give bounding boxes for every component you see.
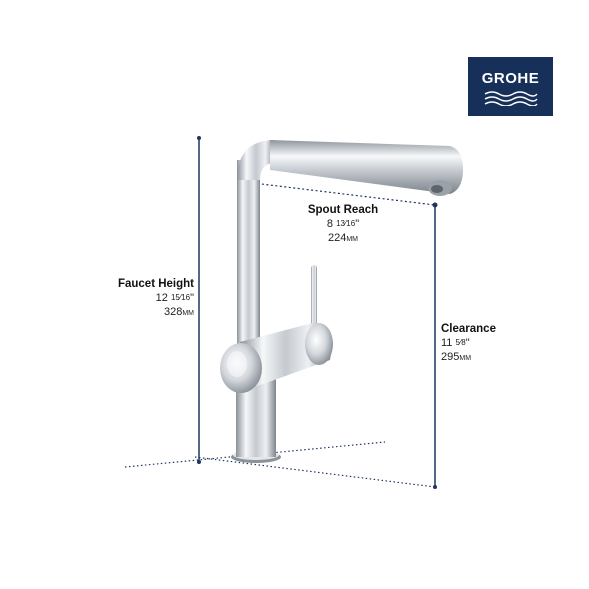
spout-reach-mm: 224MM [327,232,359,244]
spout-reach-line [252,182,436,206]
logo-waves-icon [484,91,538,106]
spout-reach-annotation: Spout Reach 8 13⁄16" 224MM [298,203,388,247]
clearance-mm: 295MM [441,351,472,363]
grohe-logo: GROHE [468,57,553,116]
faucet-height-top-dot [197,136,201,140]
spout-reach-inches: 8 13⁄16" [326,218,360,230]
brand-name: GROHE [481,70,540,87]
faucet-height-annotation: Faucet Height 12 15⁄16" 328MM [92,277,194,321]
faucet-height-bottom-dot [197,460,201,464]
faucet-height-label: Faucet Height [117,278,194,290]
faucet-height-inches: 12 15⁄16" [155,292,194,304]
spout-reach-label: Spout Reach [307,204,379,216]
clearance-bottom-dot [433,485,437,489]
clearance-inches: 11 5⁄8" [441,337,470,349]
faucet-body [220,140,464,463]
clearance-top-dot [432,202,438,208]
clearance-label: Clearance [441,323,496,335]
clearance-annotation: Clearance 11 5⁄8" 295MM [441,322,521,366]
faucet-height-mm: 328MM [163,306,194,318]
counter-plane-lines [124,441,436,488]
